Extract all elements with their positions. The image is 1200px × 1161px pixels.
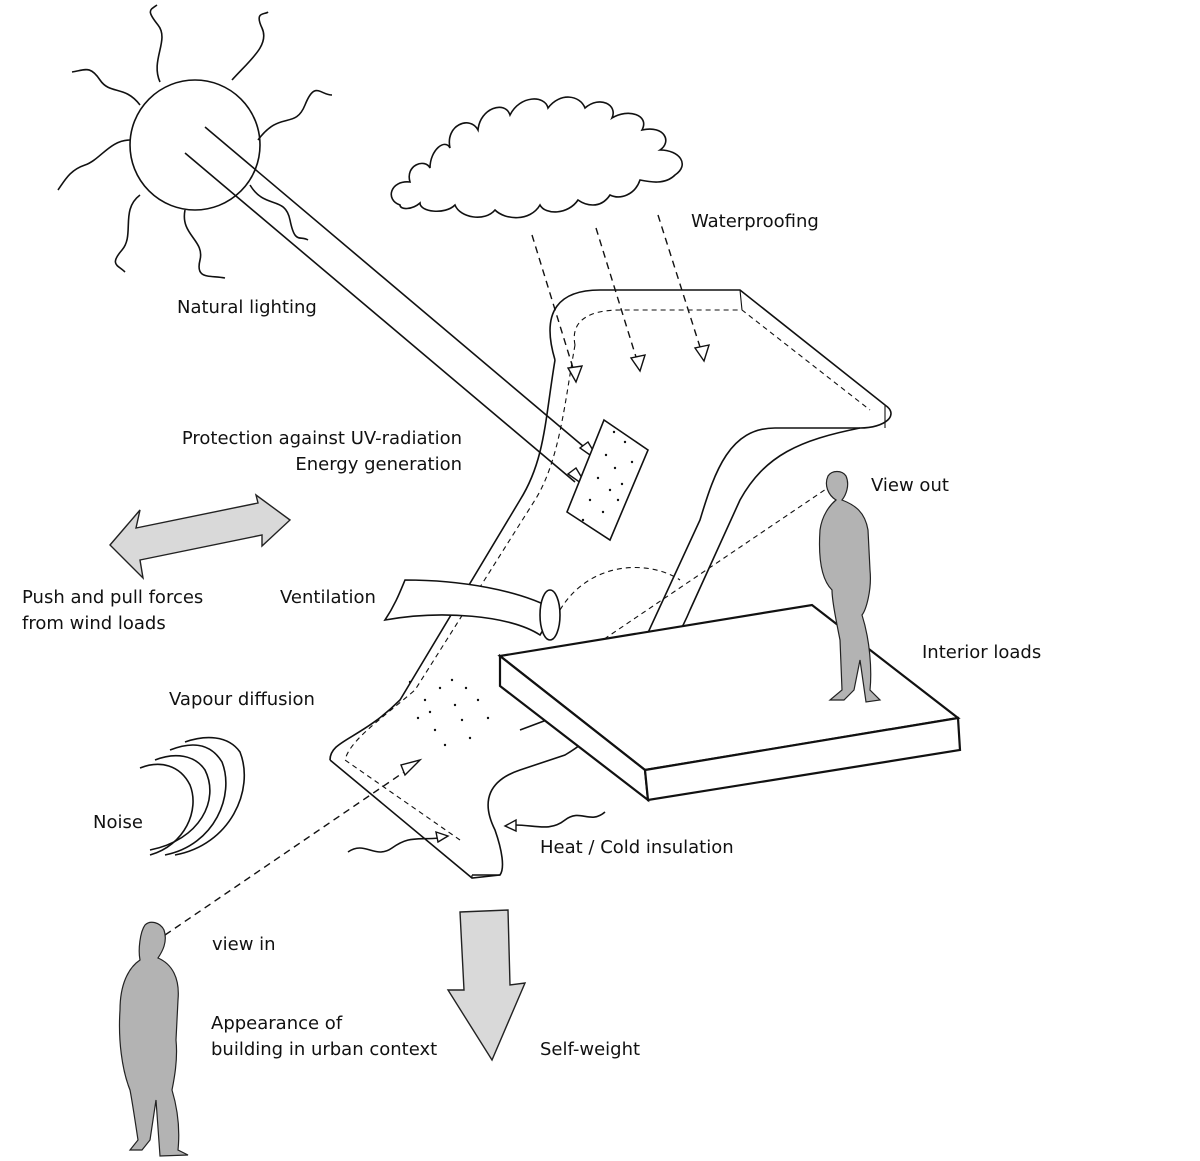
label-energy-generation: Energy generation (295, 454, 462, 475)
rain-arrow (531, 214, 711, 384)
solar-panel (566, 418, 649, 542)
label-wind-line1: Push and pull forces (22, 587, 204, 608)
label-waterproofing: Waterproofing (691, 211, 819, 232)
heat-wave (347, 811, 606, 853)
floor-slab (497, 603, 962, 803)
label-ventilation: Ventilation (280, 587, 376, 608)
person-icon (818, 470, 882, 703)
ventilation-arrow (383, 566, 681, 641)
label-appearance-line1: Appearance of (211, 1013, 343, 1034)
self-weight-arrow (446, 909, 527, 1062)
vapour-dots (408, 678, 490, 747)
label-heat-cold: Heat / Cold insulation (540, 837, 734, 858)
sun-icon (57, 4, 333, 279)
label-view-in: view in (212, 934, 276, 955)
label-uv-protection: Protection against UV-radiation (181, 428, 462, 449)
label-interior-loads: Interior loads (922, 642, 1042, 663)
sun-ray (184, 126, 601, 489)
person-icon (118, 921, 189, 1157)
view-in-line (164, 758, 423, 936)
label-vapour-diffusion: Vapour diffusion (169, 689, 315, 710)
wind-double-arrow (109, 493, 292, 581)
label-noise: Noise (93, 812, 143, 833)
label-wind-line2: from wind loads (22, 613, 166, 634)
cloud-icon (390, 96, 683, 219)
label-appearance-line2: building in urban context (211, 1039, 438, 1060)
label-self-weight: Self-weight (540, 1039, 641, 1060)
label-view-out: View out (871, 475, 949, 496)
label-natural-lighting: Natural lighting (177, 297, 317, 318)
noise-icon (139, 736, 245, 856)
